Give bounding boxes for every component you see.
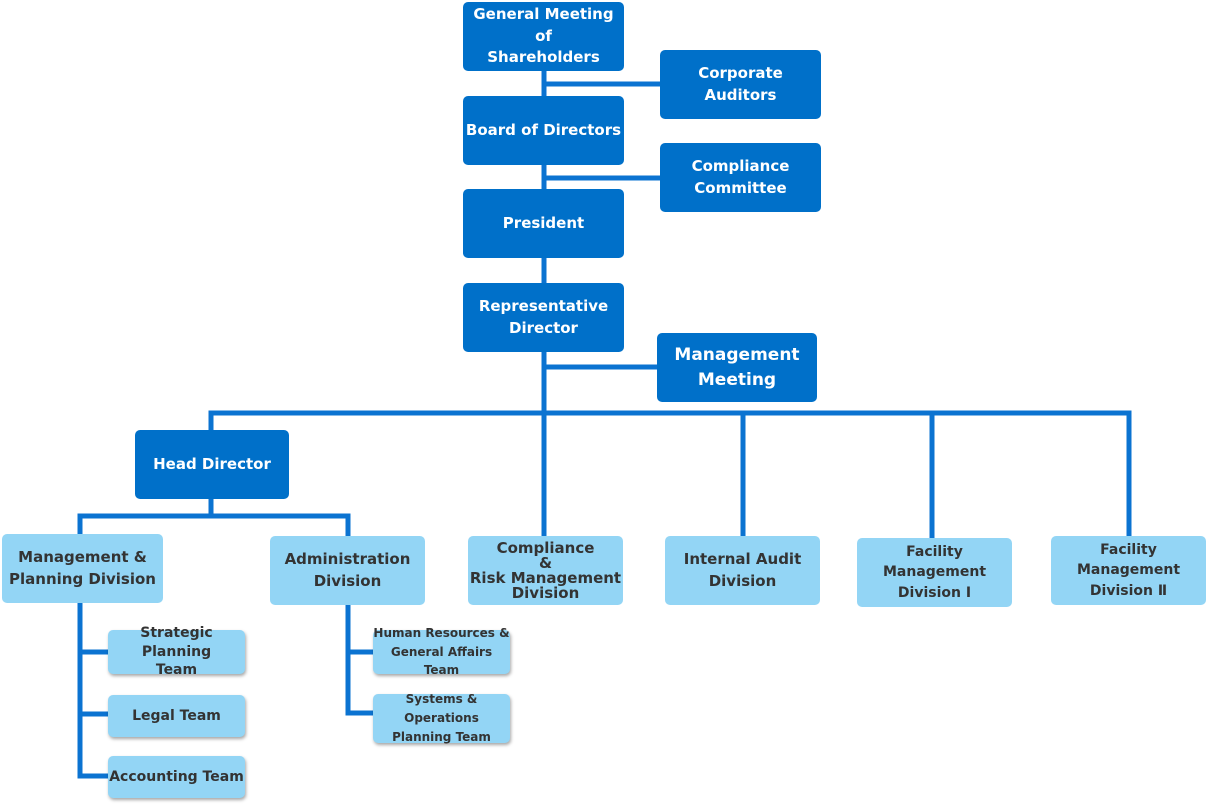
board-of-directors-box: Board of Directors	[463, 96, 624, 165]
head-director-box: Head Director	[135, 430, 289, 499]
corporate-auditors-box: Corporate Auditors	[660, 50, 821, 119]
legal-team-box: Legal Team	[108, 695, 245, 737]
president-box: President	[463, 189, 624, 258]
accounting-team-box: Accounting Team	[108, 756, 245, 798]
management-planning-division-box: Management &Planning Division	[2, 534, 163, 603]
human-resources-general-affairs-team-box: Human Resources &General Affairs Team	[373, 626, 510, 678]
